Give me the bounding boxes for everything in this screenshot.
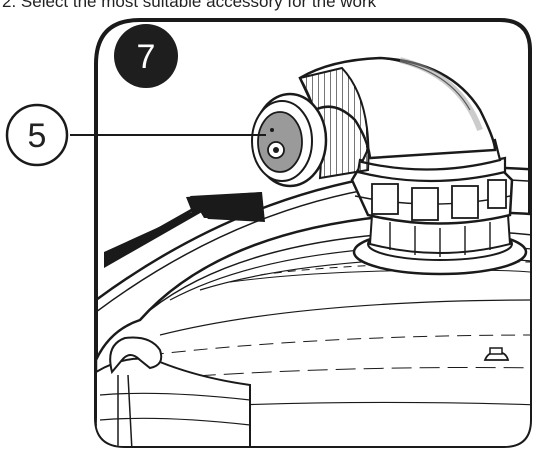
callout-label: 5 — [28, 117, 47, 155]
callout-circle — [5, 103, 69, 167]
elbow-fitting — [298, 56, 497, 180]
instruction-text: 2. Select the most suitable accessory fo… — [2, 0, 377, 11]
end-cap — [251, 92, 328, 188]
fitting-nut — [350, 166, 514, 225]
step-badge — [114, 24, 178, 88]
fitting-collar — [352, 213, 528, 276]
step-number: 7 — [137, 38, 156, 76]
